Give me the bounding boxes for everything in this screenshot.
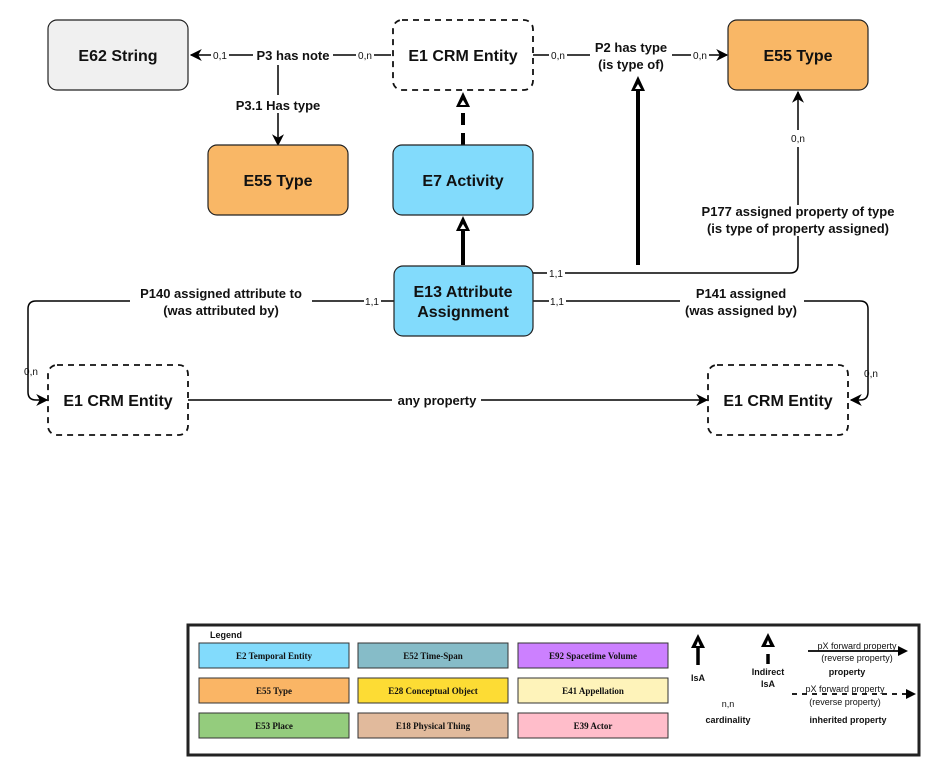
node-label: E1 CRM Entity (723, 393, 832, 410)
edge-label-p141-forward: P141 assigned (696, 286, 786, 301)
node-label: E55 Type (763, 48, 832, 65)
legend-cell-e28: E28 Conceptual Object (357, 677, 509, 704)
edge-p177: 1,1 0,n P177 assigned property of type (… (533, 90, 895, 280)
legend-cell-e55: E55 Type (198, 677, 350, 704)
node-label: E1 CRM Entity (408, 48, 517, 65)
legend-cell-e53: E53 Place (198, 712, 350, 739)
legend-cell-e2: E2 Temporal Entity (198, 642, 350, 669)
edge-p3-1: P3.1 Has type (236, 65, 321, 147)
edge-label-p2-forward: P2 has type (595, 40, 667, 55)
legend-cell-e41: E41 Appellation (517, 677, 669, 704)
cardinality-p177-target: 0,n (791, 134, 805, 145)
cardinality-p141-target: 0,n (864, 369, 878, 380)
node-label-line2: Assignment (417, 304, 509, 321)
edge-p141: 1,1 0,n P141 assigned (was assigned by) (533, 286, 878, 406)
node-e55-type-mid[interactable]: E55 Type (207, 144, 349, 216)
svg-text:E39 Actor: E39 Actor (574, 721, 613, 731)
edge-label-p3-1: P3.1 Has type (236, 98, 321, 113)
cardinality-p2-target: 0,n (693, 51, 707, 62)
node-label: E1 CRM Entity (63, 393, 172, 410)
cardinality-p140-source: 1,1 (365, 297, 379, 308)
node-e13-attribute-assignment[interactable]: E13 Attribute Assignment (393, 265, 534, 337)
edge-label-p140-reverse: (was attributed by) (163, 303, 279, 318)
svg-text:E92 Spacetime Volume: E92 Spacetime Volume (549, 651, 637, 661)
legend-inherited-reverse: (reverse property) (809, 697, 881, 707)
svg-text:E53 Place: E53 Place (255, 721, 293, 731)
svg-text:E41 Appellation: E41 Appellation (562, 686, 624, 696)
edge-label-p3: P3 has note (257, 48, 330, 63)
legend-cell-e39: E39 Actor (517, 712, 669, 739)
svg-text:E55 Type: E55 Type (256, 686, 292, 696)
legend: Legend E2 Temporal Entity E52 Time-Span … (186, 623, 921, 757)
legend-cell-e92: E92 Spacetime Volume (517, 642, 669, 669)
edge-any-property: any property (188, 393, 709, 408)
edge-label-p2-reverse: (is type of) (598, 57, 664, 72)
indirect-isa-e7-to-e1 (456, 92, 470, 145)
edge-label-p177-forward: P177 assigned property of type (702, 204, 895, 219)
node-e1-crm-entity-top[interactable]: E1 CRM Entity (392, 19, 534, 91)
legend-title: Legend (210, 630, 242, 640)
legend-indirect-isa-icon (761, 633, 775, 664)
svg-text:E52 Time-Span: E52 Time-Span (403, 651, 462, 661)
cardinality-p3-target: 0,1 (213, 51, 227, 62)
cardinality-p177-source: 1,1 (549, 269, 563, 280)
legend-isa-label: IsA (691, 673, 706, 683)
cardinality-p141-source: 1,1 (550, 297, 564, 308)
isa-e13-to-e7 (456, 216, 470, 265)
node-e1-crm-entity-left[interactable]: E1 CRM Entity (47, 364, 189, 436)
cardinality-p3-source: 0,n (358, 51, 372, 62)
legend-indirect-isa-label-1: Indirect (752, 667, 785, 677)
node-e55-type-top[interactable]: E55 Type (727, 19, 869, 91)
legend-property-reverse: (reverse property) (821, 653, 893, 663)
svg-text:E28 Conceptual Object: E28 Conceptual Object (388, 686, 478, 696)
node-label: E7 Activity (422, 173, 503, 190)
legend-property-arrow (808, 646, 908, 656)
edge-label-any-property: any property (398, 393, 478, 408)
svg-text:E18 Physical Thing: E18 Physical Thing (396, 721, 471, 731)
legend-property-forward: pX forward property (817, 641, 897, 651)
edge-p2: 0,n 0,n P2 has type (is type of) (533, 40, 729, 72)
cardinality-p140-target: 0,n (24, 367, 38, 378)
cardinality-p2-source: 0,n (551, 51, 565, 62)
svg-text:E2 Temporal Entity: E2 Temporal Entity (236, 651, 313, 661)
edge-label-p177-reverse: (is type of property assigned) (707, 221, 889, 236)
isa-p177-to-p2 (631, 76, 645, 265)
legend-cell-e52: E52 Time-Span (357, 642, 509, 669)
edge-p3: 0,n 0,1 P3 has note (189, 48, 391, 63)
node-label: E55 Type (243, 173, 312, 190)
node-e1-crm-entity-right[interactable]: E1 CRM Entity (707, 364, 849, 436)
legend-cardinality-example: n,n (722, 699, 735, 709)
node-e62-string[interactable]: E62 String (47, 19, 189, 91)
legend-inherited-label: inherited property (809, 715, 886, 725)
legend-cell-e18: E18 Physical Thing (357, 712, 509, 739)
legend-indirect-isa-label-2: IsA (761, 679, 776, 689)
node-label: E62 String (78, 48, 157, 65)
legend-inherited-property-arrow (792, 689, 916, 699)
edge-p140: 1,1 0,n P140 assigned attribute to (was … (24, 286, 394, 406)
legend-cardinality-label: cardinality (705, 715, 750, 725)
legend-isa-icon (691, 634, 705, 665)
legend-property-label: property (829, 667, 866, 677)
edge-label-p140-forward: P140 assigned attribute to (140, 286, 302, 301)
legend-inherited-forward: pX forward property (805, 684, 885, 694)
node-label-line1: E13 Attribute (414, 284, 513, 301)
node-e7-activity[interactable]: E7 Activity (392, 144, 534, 216)
edge-label-p141-reverse: (was assigned by) (685, 303, 797, 318)
